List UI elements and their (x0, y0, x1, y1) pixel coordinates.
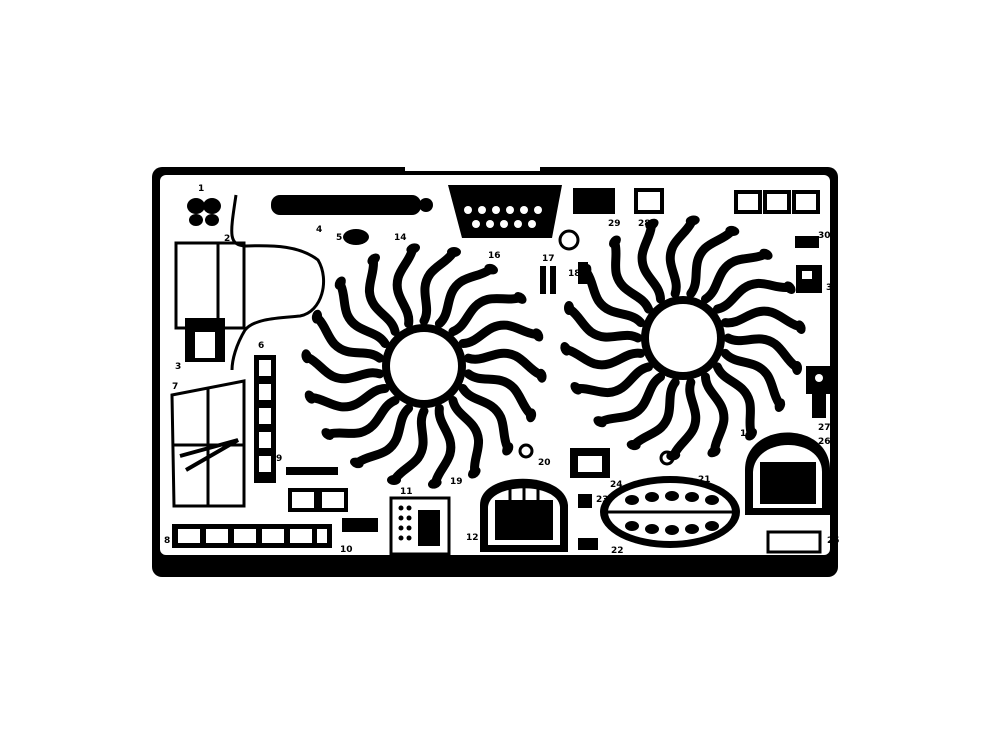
label-5: 5 (336, 233, 342, 243)
part-10 (342, 518, 378, 532)
part-11 (389, 496, 451, 556)
label-17: 17 (542, 254, 555, 264)
label-26: 26 (818, 437, 831, 447)
part-29 (573, 188, 615, 214)
label-6: 6 (258, 341, 264, 351)
part-2 (174, 194, 326, 371)
part-26 (745, 432, 830, 515)
part-8-top (734, 190, 820, 214)
part-25 (766, 530, 822, 554)
label-18: 18 (568, 269, 581, 279)
part-19-exhaust-ring (300, 242, 547, 491)
part-16 (558, 229, 580, 251)
part-24 (570, 448, 610, 478)
copyright-label: (c)1996 (790, 561, 833, 572)
part-23 (578, 494, 592, 508)
origin-label: Made in Czech Republic (661, 561, 794, 572)
label-31: 31 (826, 283, 839, 293)
part-12 (480, 478, 568, 552)
label-22: 22 (611, 546, 624, 556)
label-19: 19 (450, 477, 463, 487)
part-9 (286, 467, 338, 475)
part-20a (518, 443, 534, 459)
label-1: 1 (198, 184, 204, 194)
part-13-exhaust-ring (559, 214, 808, 461)
part-8 (254, 355, 276, 483)
label-20: 20 (538, 458, 551, 468)
label-3: 3 (175, 362, 181, 372)
part-15 (448, 185, 562, 238)
label-9: 9 (276, 454, 282, 464)
part-30 (795, 236, 819, 248)
part-17 (540, 266, 556, 294)
label-28: 28 (638, 219, 651, 229)
label-11: 11 (400, 487, 413, 497)
part-7 (170, 379, 246, 508)
label-24: 24 (610, 480, 623, 490)
part-27 (806, 366, 832, 418)
label-27: 27 (818, 423, 831, 433)
part-21 (600, 476, 740, 548)
label-30: 30 (818, 231, 831, 241)
label-15: 15 (490, 187, 503, 197)
label-2: 2 (224, 234, 230, 244)
part-1 (187, 198, 221, 226)
label-25: 25 (827, 536, 840, 546)
part-8-bottom (172, 524, 332, 548)
part-5 (343, 229, 369, 245)
part-6 (634, 188, 664, 214)
part-6-lower (288, 488, 348, 512)
label-21: 21 (698, 475, 711, 485)
label-14: 14 (394, 233, 407, 243)
sheet-title: F7F3 TIGERCAT (268, 561, 354, 572)
label-10: 10 (340, 545, 353, 555)
label-4: 4 (316, 225, 322, 235)
label-16: 16 (488, 251, 501, 261)
catalog-number: 48 178 (183, 559, 237, 572)
part-31 (796, 265, 822, 293)
part-4 (271, 195, 433, 215)
label-7: 7 (172, 382, 178, 392)
manufacturer-label: EDUARD M.A.Ltd (576, 561, 670, 572)
label-12: 12 (466, 533, 479, 543)
label-13: 13 (740, 429, 753, 439)
part-22 (578, 538, 598, 550)
label-8: 8 (164, 536, 170, 546)
part-3 (185, 318, 225, 362)
label-29: 29 (608, 219, 621, 229)
label-23: 23 (596, 495, 609, 505)
part-labels: 1 2 3 4 5 6 7 8 9 10 11 12 13 14 15 16 1… (164, 184, 840, 556)
